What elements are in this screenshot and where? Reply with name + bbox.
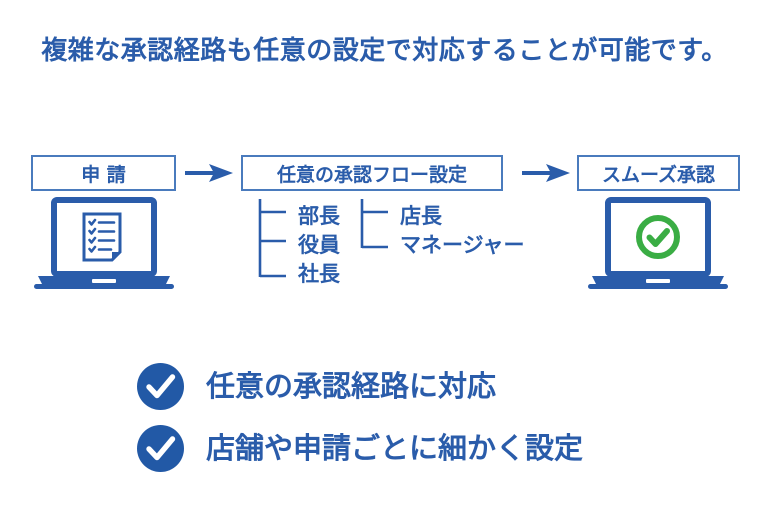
check-circle-icon — [137, 362, 184, 410]
tree-item-label: 役員 — [298, 233, 340, 257]
laptop-check-icon — [588, 196, 728, 296]
approval-tree-left-labels: 部長 役員 社長 — [258, 196, 340, 289]
approval-tree-right: 店長 マネージャー — [360, 196, 525, 260]
tree-item: 社長 — [292, 260, 340, 289]
tree-item: 店長 — [394, 202, 525, 231]
check-circle-icon — [137, 424, 184, 472]
tree-branch-lines-right — [360, 199, 388, 249]
list-item: 店舗や申請ごとに細かく設定 — [137, 417, 583, 479]
tree-item-label: 店長 — [400, 204, 442, 228]
page-title: 複雑な承認経路も任意の設定で対応することが可能です。 — [41, 36, 728, 66]
tree-item-label: 部長 — [298, 204, 340, 228]
feature-list: 任意の承認経路に対応 店舗や申請ごとに細かく設定 — [137, 355, 583, 479]
approval-tree-right-labels: 店長 マネージャー — [360, 196, 525, 260]
feature-label: 店舗や申請ごとに細かく設定 — [206, 430, 584, 465]
tree-item: マネージャー — [394, 231, 525, 260]
feature-label: 任意の承認経路に対応 — [206, 368, 497, 403]
tree-item: 部長 — [292, 202, 340, 231]
tree-item: 役員 — [292, 231, 340, 260]
tree-item-label: マネージャー — [400, 233, 525, 257]
arrow-right-icon-1 — [185, 163, 233, 183]
green-check-circle-icon — [636, 215, 680, 259]
flow-step-row: 申 請 任意の承認フロー設定 スムーズ承認 — [0, 155, 769, 195]
flow-step-box-approval-flow: 任意の承認フロー設定 — [241, 155, 503, 191]
tree-branch-lines-left — [258, 199, 286, 278]
laptop-document-icon — [34, 196, 174, 296]
arrow-right-icon-2 — [522, 163, 570, 183]
illustration-row: 部長 役員 社長 店長 マネージャー — [0, 196, 769, 306]
flow-step-box-apply: 申 請 — [31, 155, 176, 191]
list-item: 任意の承認経路に対応 — [137, 355, 583, 417]
approval-tree-left: 部長 役員 社長 — [258, 196, 340, 289]
tree-item-label: 社長 — [298, 262, 340, 286]
flow-step-box-smooth-approval: スムーズ承認 — [577, 155, 740, 191]
